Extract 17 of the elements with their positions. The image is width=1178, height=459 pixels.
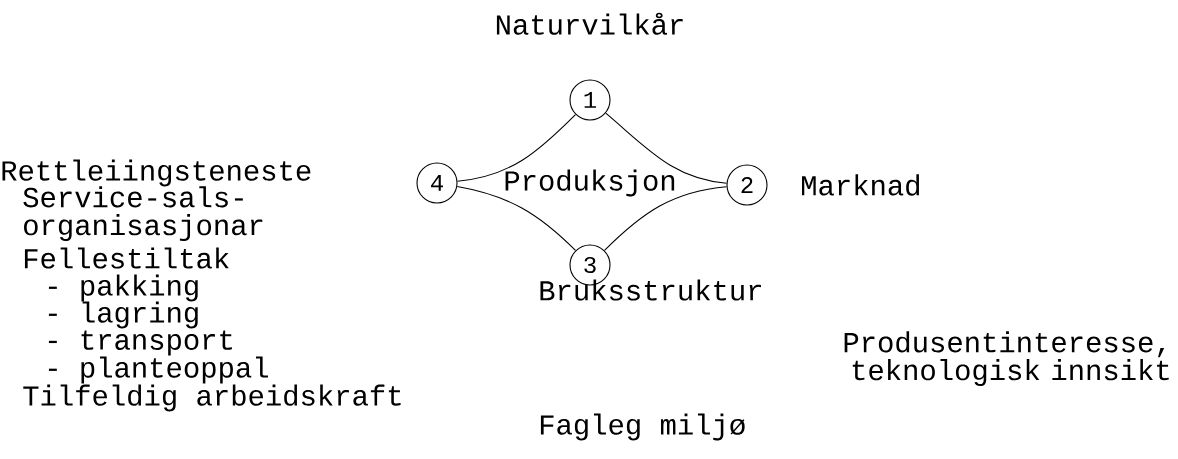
text-label: Produksjon <box>505 169 675 197</box>
connector-curve <box>456 186 577 251</box>
text-label: - transport <box>48 330 232 356</box>
text-label: Rettleiingsteneste <box>2 159 311 187</box>
text-label: Fagleg miljø <box>540 413 745 441</box>
text-label: - lagring <box>48 301 198 329</box>
text-label: Service-sals- organisasjonar <box>23 186 263 241</box>
connector-curve <box>456 113 577 182</box>
node-caption: Marknad <box>802 174 919 196</box>
text-label: - pakking <box>48 274 198 302</box>
connector-curve <box>604 186 728 251</box>
text-label: - planteoppal <box>48 356 268 384</box>
text-label: Fellestiltak <box>24 247 229 269</box>
text-label: Produsentinteresse, teknologisk innsikt <box>844 331 1169 386</box>
node-caption: Naturvilkår <box>496 12 683 35</box>
connector-curve <box>605 112 728 184</box>
text-label: Tilfeldig arbeidskraft <box>23 384 401 412</box>
